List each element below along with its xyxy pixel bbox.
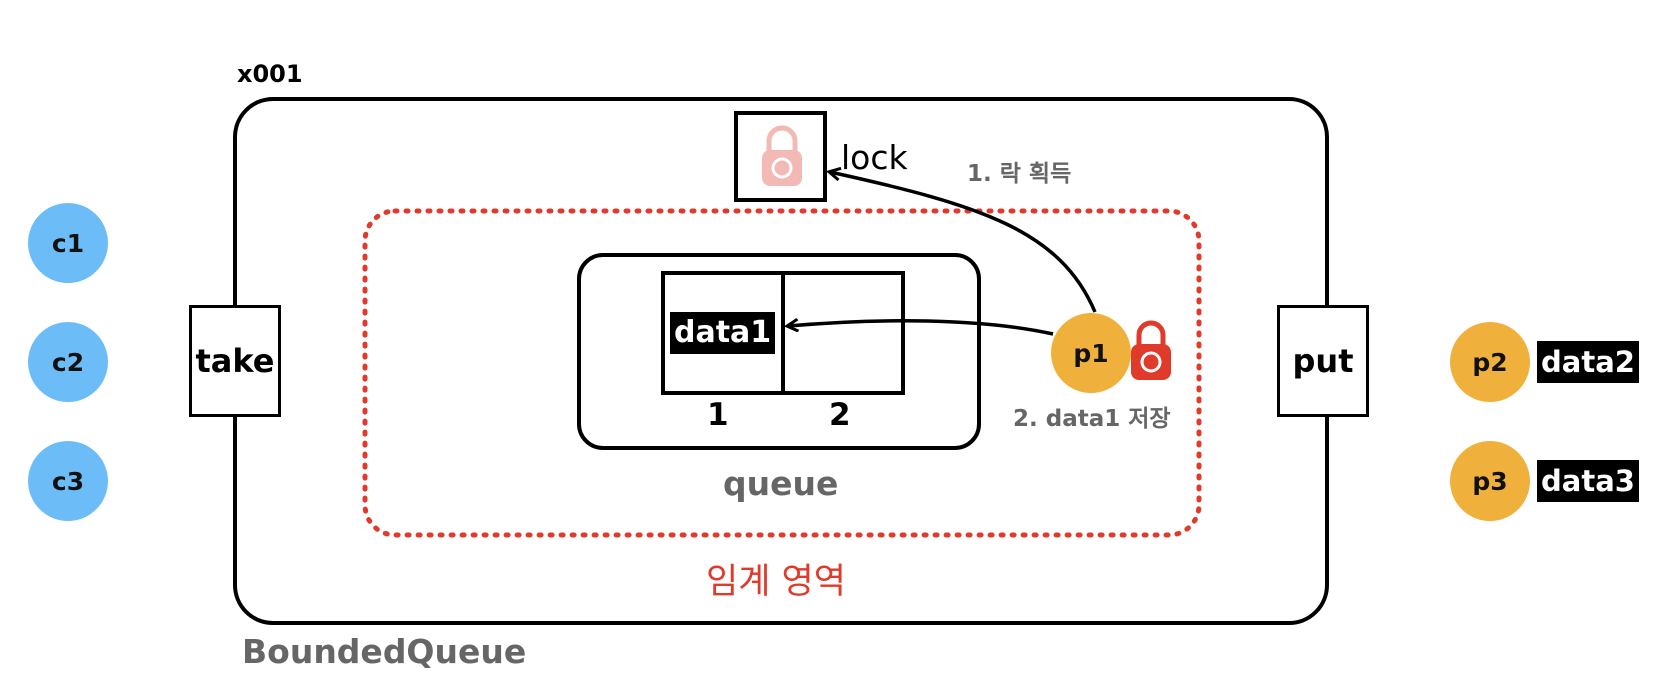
lock-label: lock xyxy=(841,138,908,177)
consumer-thread-c3: c3 xyxy=(28,441,108,521)
producer-thread-p3: p3 xyxy=(1450,441,1530,521)
acquire-lock-arrow xyxy=(830,172,1097,313)
put-method: put xyxy=(1277,305,1369,417)
padlock-faded-icon xyxy=(762,125,802,186)
producer-thread-p2: p2 xyxy=(1450,322,1530,402)
consumer-thread-c2: c2 xyxy=(28,322,108,402)
step-acquire-lock-caption: 1. 락 획득 xyxy=(967,161,1072,187)
consumer-thread-c1: c1 xyxy=(28,203,108,283)
take-method: take xyxy=(189,305,281,417)
store-data-arrow xyxy=(788,321,1054,336)
queue-slot-2-index: 2 xyxy=(829,397,851,433)
object-name-label: BoundedQueue xyxy=(242,632,527,671)
critical-section-label: 임계 영역 xyxy=(706,562,846,602)
producer-thread-p1: p1 xyxy=(1051,313,1131,393)
object-id-label: x001 xyxy=(237,60,303,88)
queue-slot-1-value: data1 xyxy=(670,312,776,354)
producer-p2-data: data2 xyxy=(1537,341,1639,383)
queue-slot-2 xyxy=(781,271,905,395)
padlock-held-icon xyxy=(1131,320,1171,380)
producer-p3-data: data3 xyxy=(1537,460,1639,502)
step-store-data-caption: 2. data1 저장 xyxy=(1013,406,1171,432)
critical-section-box xyxy=(362,208,1202,538)
queue-label: queue xyxy=(723,464,839,503)
queue-box xyxy=(577,253,981,450)
queue-slot-1-index: 1 xyxy=(707,397,729,433)
